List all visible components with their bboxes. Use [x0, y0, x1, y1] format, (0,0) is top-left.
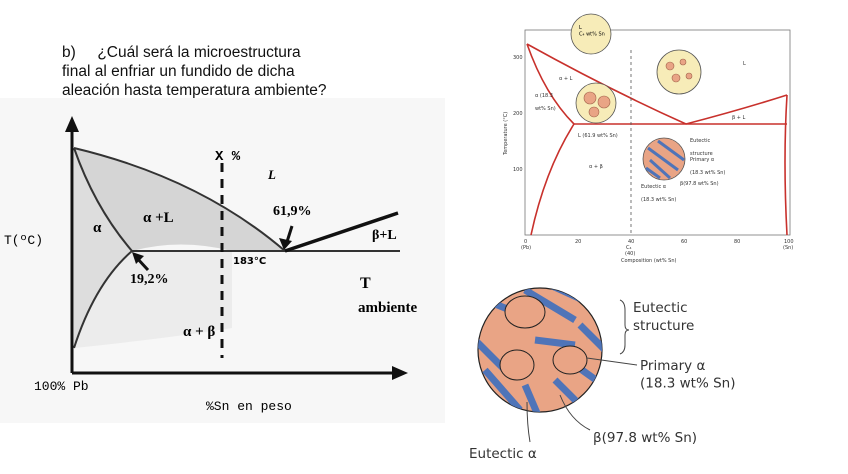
- microstructure-diagram: Eutectic structure Primary α (18.3 wt% Sn…: [465, 280, 765, 470]
- question-body: ¿Cuál será la microestructura final al e…: [62, 44, 327, 99]
- beta-boundary: [785, 95, 787, 235]
- left-phase-diagram: X % L α α +L 61,9% β+L 183°C 19,2% α + β…: [0, 98, 445, 423]
- y-axis-label: T(ºC): [4, 233, 43, 248]
- x-tick-pb: (Pb): [521, 245, 531, 251]
- eutectic-bracket: [620, 300, 629, 354]
- x-tick-sn: (Sn): [783, 245, 793, 251]
- y-axis-arrow: [65, 116, 79, 132]
- y-axis-title: Temperature (°C): [503, 112, 509, 156]
- solvus-left: [531, 124, 574, 235]
- y-tick-200: 200: [513, 111, 523, 117]
- x-axis-label: %Sn en peso: [206, 399, 292, 414]
- region-liquid: L: [743, 61, 746, 67]
- eutectic-lamella: [535, 340, 575, 345]
- plot-frame: [525, 30, 790, 235]
- eutectic-structure-line1: Eutectic: [633, 300, 688, 316]
- alpha-label: α: [93, 220, 102, 236]
- primary-alpha-grain: [505, 296, 545, 328]
- eutectic-composition-label: 61,9%: [273, 204, 312, 219]
- textbook-phase-diagram: 300 200 100 0 20 40 60 80 100 (Pb) (Sn) …: [500, 10, 805, 270]
- grain: [584, 92, 596, 104]
- composition-marker: X %: [215, 149, 241, 165]
- beta-composition-note: β(97.8 wt% Sn): [680, 181, 719, 187]
- text-line: Eutectic: [690, 138, 710, 144]
- alpha-grains-bubble: [657, 50, 701, 94]
- region-alpha-beta: α + β: [589, 164, 603, 170]
- text-line: (18.3 wt% Sn): [690, 170, 725, 176]
- grain: [686, 73, 692, 79]
- text-line: α (18.3: [535, 93, 553, 99]
- text-line: Primary α: [690, 157, 715, 163]
- x-axis-title: Composition (wt% Sn): [621, 258, 676, 264]
- c4-value: (40): [625, 251, 635, 257]
- question-item: b): [62, 44, 76, 61]
- primary-alpha-grain: [500, 350, 534, 380]
- text-line: Primary α: [640, 358, 705, 374]
- text-line: C₄ wt% Sn: [579, 32, 605, 38]
- y-tick-100: 100: [513, 167, 523, 173]
- text-line: (18.3 wt% Sn): [640, 376, 735, 392]
- beta-label: β(97.8 wt% Sn): [593, 430, 697, 446]
- ambient-label-word: ambiente: [358, 300, 418, 316]
- alpha-liquid-label: α +L: [143, 210, 174, 226]
- primary-alpha-label: Primary α (18.3 wt% Sn): [640, 358, 735, 392]
- x-tick-20: 20: [575, 239, 581, 245]
- grain: [672, 74, 680, 82]
- alpha-composition-note: α (18.3 wt% Sn): [535, 93, 556, 112]
- x-axis-arrow: [392, 366, 408, 380]
- y-tick-300: 300: [513, 55, 523, 61]
- x-origin-label: 100% Pb: [34, 379, 89, 394]
- question-text: b) ¿Cuál será la microestructura final a…: [62, 24, 392, 100]
- x-tick-60: 60: [681, 239, 687, 245]
- eutectic-temperature-label: 183°C: [233, 256, 266, 267]
- text-line: wt% Sn): [535, 106, 556, 112]
- eutectic-structure-line2: structure: [633, 318, 694, 334]
- x-tick-80: 80: [734, 239, 740, 245]
- text-line: L: [579, 25, 582, 31]
- text-line: Eutectic α: [641, 184, 667, 190]
- primary-alpha-note: Primary α (18.3 wt% Sn): [690, 157, 725, 176]
- alpha-beta-label: α + β: [183, 324, 215, 340]
- alpha-solubility-label: 19,2%: [130, 272, 169, 287]
- grain: [589, 107, 599, 117]
- eutectic-alpha-note: Eutectic α (18.3 wt% Sn): [641, 184, 676, 203]
- ambient-label-t: T: [360, 275, 371, 292]
- liquid-label: L: [267, 167, 276, 182]
- grain: [666, 62, 674, 70]
- text-line: (18.3 wt% Sn): [641, 197, 676, 203]
- primary-alpha-grain: [553, 346, 587, 374]
- liquid-composition-note: L (61.9 wt% Sn): [578, 133, 618, 139]
- grain: [598, 96, 610, 108]
- grain: [680, 59, 686, 65]
- region-beta-liquid: β + L: [732, 115, 746, 121]
- eutectic-structure-label: Eutectic structure: [633, 300, 694, 334]
- eutectic-alpha-label: Eutectic α: [469, 446, 537, 462]
- region-alpha-liquid: α + L: [559, 76, 573, 82]
- beta-liquid-label: β+L: [372, 228, 397, 243]
